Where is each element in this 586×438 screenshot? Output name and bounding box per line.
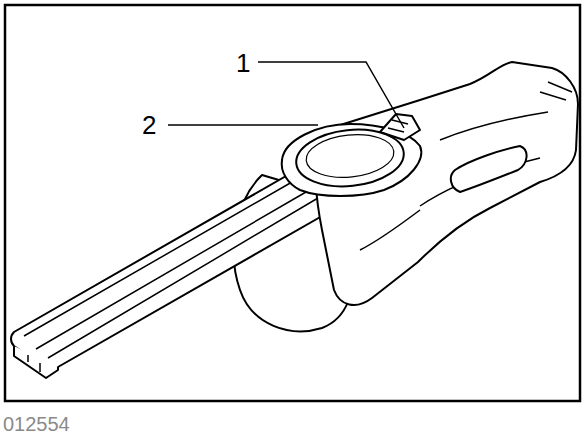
frame [5, 5, 580, 401]
gear-cap-rim [304, 131, 396, 182]
blade-tip [14, 346, 58, 378]
leader-line [258, 62, 404, 128]
blade-bar [11, 168, 350, 370]
gear-cap [293, 125, 406, 192]
blade-tip-edge [28, 355, 40, 372]
figure-code: 012554 [3, 414, 70, 434]
rear-detail [540, 82, 572, 100]
grip-recess [451, 146, 527, 192]
leader-line [168, 124, 318, 126]
callout-number: 1 [236, 50, 250, 76]
callout-number: 2 [142, 112, 156, 138]
blade-ridge [24, 182, 318, 358]
lever-ridge [388, 120, 408, 132]
